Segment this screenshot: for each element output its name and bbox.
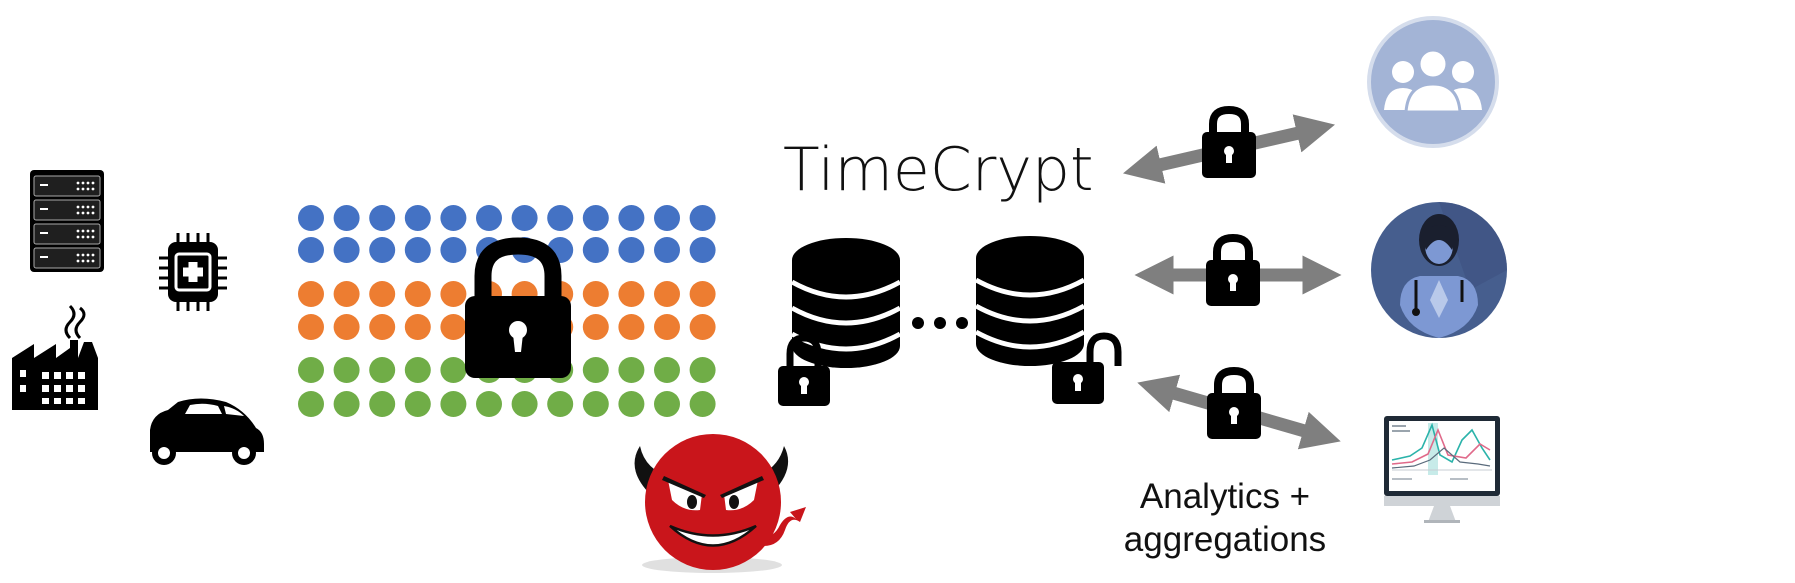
green-data-point xyxy=(298,357,324,383)
factory-icon xyxy=(12,304,98,410)
green-data-point xyxy=(404,391,431,417)
database-icon xyxy=(974,236,1086,366)
database-icon xyxy=(790,238,902,368)
devil-adversary-icon xyxy=(634,434,806,573)
green-data-point xyxy=(333,357,360,383)
green-data-point xyxy=(369,357,396,383)
blue-data-point xyxy=(654,205,680,231)
blue-data-point xyxy=(333,205,360,231)
green-data-point xyxy=(689,357,716,383)
blue-data-point xyxy=(476,205,502,231)
blue-data-point xyxy=(582,237,609,263)
orange-data-point xyxy=(654,314,680,340)
green-data-point xyxy=(440,357,467,383)
green-data-point xyxy=(547,391,574,417)
green-data-point xyxy=(440,391,467,417)
system-title: TimeCrypt xyxy=(783,135,1094,205)
blue-data-point xyxy=(404,205,431,231)
blue-data-point xyxy=(618,237,645,263)
green-data-point xyxy=(654,391,680,417)
orange-data-point xyxy=(369,314,396,340)
channel-lock-icon xyxy=(1202,105,1256,178)
green-data-point xyxy=(618,357,645,383)
orange-data-point xyxy=(404,281,431,307)
blue-data-point xyxy=(582,205,609,231)
green-data-point xyxy=(298,391,324,417)
green-data-point xyxy=(618,391,645,417)
channel-lock-icon xyxy=(1207,366,1261,439)
blue-data-point xyxy=(440,205,467,231)
green-data-point xyxy=(404,357,431,383)
blue-data-point xyxy=(654,237,680,263)
blue-data-point xyxy=(689,237,716,263)
orange-data-point xyxy=(618,314,645,340)
data-stream-dot-grid xyxy=(298,205,716,417)
blue-data-point xyxy=(369,237,396,263)
green-data-point xyxy=(476,391,502,417)
orange-data-point xyxy=(333,314,360,340)
blue-data-point xyxy=(440,237,467,263)
database-lock-icon xyxy=(778,334,830,406)
orange-data-point xyxy=(582,314,609,340)
ellipsis-icon xyxy=(912,317,968,329)
blue-data-point xyxy=(298,205,324,231)
orange-data-point xyxy=(689,281,716,307)
channel-lock-icon xyxy=(1206,233,1260,306)
orange-data-point xyxy=(654,281,680,307)
orange-data-point xyxy=(333,281,360,307)
caption-line-1: Analytics + xyxy=(1140,477,1310,516)
blue-data-point xyxy=(333,237,360,263)
blue-data-point xyxy=(298,237,324,263)
green-data-point xyxy=(582,391,609,417)
orange-data-point xyxy=(369,281,396,307)
caption-line-2: aggregations xyxy=(1124,520,1326,559)
medical-chip-icon xyxy=(159,233,227,311)
orange-data-point xyxy=(689,314,716,340)
green-data-point xyxy=(689,391,716,417)
analytics-monitor-icon xyxy=(1384,416,1500,523)
doctor-icon xyxy=(1371,202,1507,338)
orange-data-point xyxy=(404,314,431,340)
group-icon xyxy=(1367,16,1499,148)
orange-data-point xyxy=(298,281,324,307)
blue-data-point xyxy=(618,205,645,231)
blue-data-point xyxy=(511,205,538,231)
orange-data-point xyxy=(582,281,609,307)
encryption-lock-icon xyxy=(465,237,571,378)
blue-data-point xyxy=(547,205,574,231)
database-lock-icon xyxy=(1052,332,1122,404)
orange-data-point xyxy=(440,314,467,340)
blue-data-point xyxy=(689,205,716,231)
orange-data-point xyxy=(298,314,324,340)
orange-data-point xyxy=(440,281,467,307)
server-rack-icon xyxy=(30,170,104,272)
green-data-point xyxy=(511,391,538,417)
green-data-point xyxy=(333,391,360,417)
green-data-point xyxy=(369,391,396,417)
orange-data-point xyxy=(618,281,645,307)
green-data-point xyxy=(654,357,680,383)
car-icon xyxy=(150,398,264,465)
blue-data-point xyxy=(369,205,396,231)
blue-data-point xyxy=(404,237,431,263)
green-data-point xyxy=(582,357,609,383)
